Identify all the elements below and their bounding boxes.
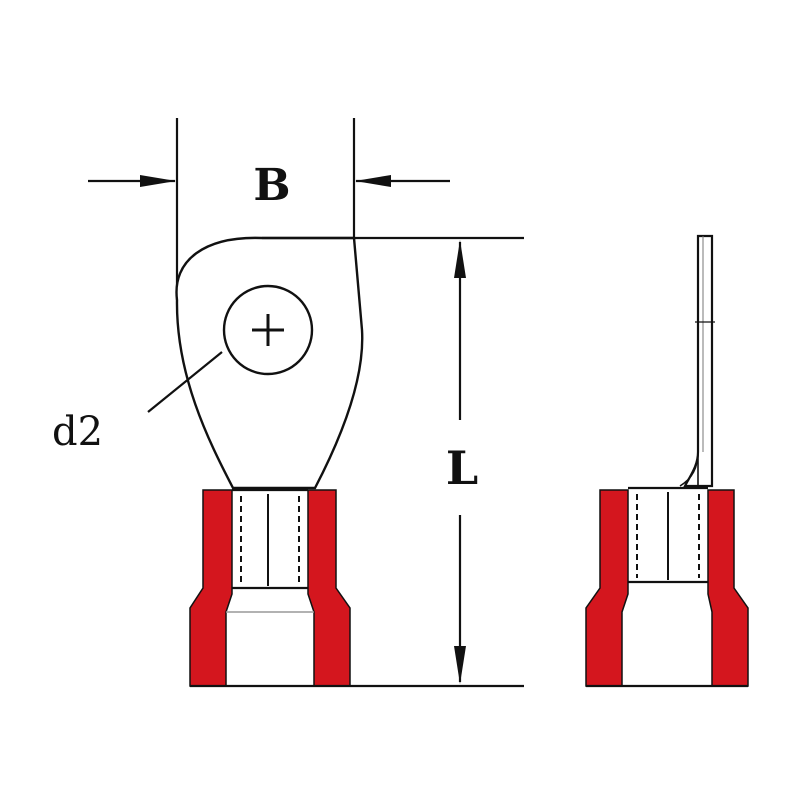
- arrowhead-bottom: [454, 646, 466, 684]
- arrowhead-top: [454, 240, 466, 278]
- insulation-wall-right: [307, 489, 351, 687]
- length-dimension: [190, 236, 524, 688]
- side-insulation-wall-right: [707, 489, 749, 687]
- crimp-barrel: [226, 488, 314, 613]
- side-crimp-barrel: [586, 486, 748, 688]
- insulation-wall-left: [189, 489, 233, 687]
- hole-diameter-label: d2: [52, 409, 103, 455]
- arrowhead-left: [140, 175, 176, 187]
- front-view: B d2: [52, 118, 524, 688]
- width-label: B: [253, 160, 290, 211]
- width-dimension: [88, 118, 450, 300]
- center-mark-icon: [252, 314, 284, 346]
- length-label: L: [446, 441, 478, 495]
- arrowhead-right: [355, 175, 391, 187]
- side-view: [585, 234, 749, 688]
- hole-diameter-leader: [147, 351, 223, 413]
- side-insulation-sleeve: [585, 489, 749, 687]
- side-insulation-wall-left: [585, 489, 629, 687]
